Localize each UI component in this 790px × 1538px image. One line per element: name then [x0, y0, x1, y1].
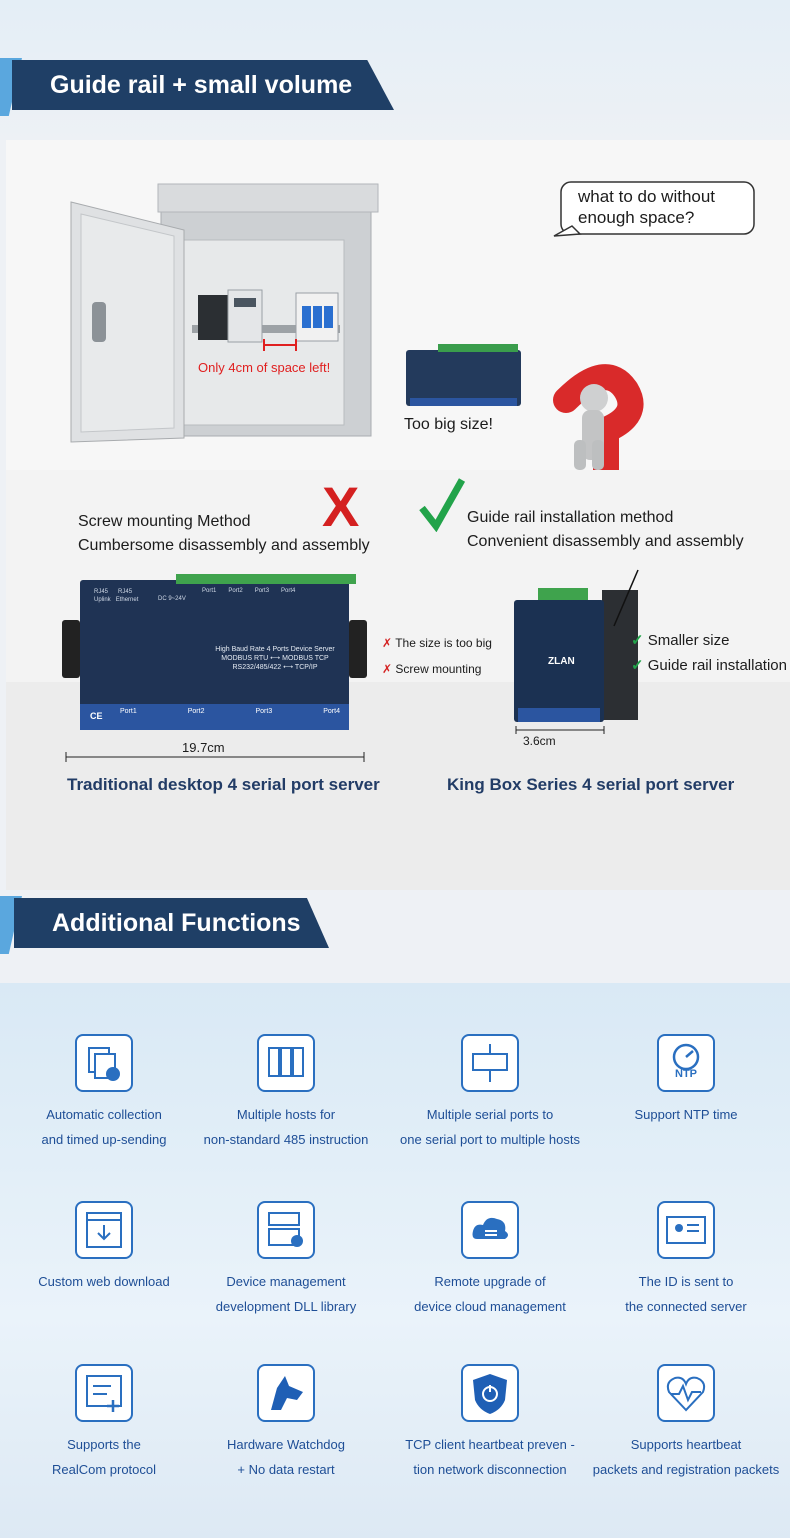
- heading-line: Convenient disassembly and assembly: [467, 533, 744, 550]
- feature-item: Automatic collection and timed up-sending: [6, 1034, 202, 1152]
- note-screw: Screw mounting: [395, 662, 482, 676]
- screw-method-heading: Screw mounting Method Cumbersome disasse…: [78, 510, 370, 558]
- feature-label: and timed up-sending: [41, 1132, 167, 1147]
- kingbox-device: ZLAN: [514, 588, 604, 722]
- device-body: RJ45 RJ45 Uplink Ethernet DC 9~24V Port1…: [80, 574, 356, 730]
- id-card-icon: [657, 1201, 715, 1259]
- kingbox-strip: [518, 708, 600, 722]
- speech-line: what to do without: [578, 187, 716, 206]
- top-ports: Port1 Port2 Port3 Port4: [202, 588, 296, 594]
- speech-bubble: what to do without enough space?: [578, 186, 715, 228]
- feature-label: development DLL library: [215, 1299, 357, 1314]
- feature-item: Multiple hosts for non-standard 485 instr…: [188, 1034, 384, 1152]
- realcom-window-icon: [75, 1364, 133, 1422]
- section2-title: Additional Functions: [14, 898, 329, 948]
- kingbox-terminal: [538, 588, 588, 600]
- heading-line: Guide rail installation method: [467, 509, 674, 526]
- traditional-device: RJ45 RJ45 Uplink Ethernet DC 9~24V Port1…: [62, 574, 367, 730]
- dimension-line-right: [515, 726, 605, 734]
- bottom-ports: Port1 Port2 Port3 Port4: [120, 708, 340, 715]
- documents-clock-icon: [75, 1034, 133, 1092]
- feature-item: Multiple serial ports to one serial port …: [392, 1034, 588, 1152]
- feature-item: Custom web download: [6, 1201, 202, 1294]
- device-settings-icon: [257, 1201, 315, 1259]
- pointer-arrow: [613, 569, 639, 627]
- feature-item: TCP client heartbeat preven - tion networ…: [392, 1364, 588, 1482]
- device-title: High Baud Rate 4 Ports Device Server MOD…: [215, 646, 335, 671]
- check-mark-icon: [419, 478, 466, 532]
- cloud-upgrade-icon: [461, 1201, 519, 1259]
- feature-label: device cloud management: [414, 1299, 566, 1314]
- feature-label: TCP client heartbeat preven -: [405, 1437, 575, 1452]
- right-notes: ✓ Smaller size ✓ Guide rail installation: [631, 632, 787, 674]
- feature-item: Device management development DLL library: [188, 1201, 384, 1319]
- kingbox-brand: ZLAN: [548, 656, 575, 667]
- heading-line: Cumbersome disassembly and assembly: [78, 537, 370, 554]
- cabinet-panel: Only 4cm of space left! what to do witho…: [6, 140, 790, 483]
- heartbeat-icon: [657, 1364, 715, 1422]
- feature-label: Supports the: [67, 1437, 141, 1452]
- terminal-block: [176, 574, 356, 584]
- comparison-panel: Screw mounting Method Cumbersome disasse…: [6, 470, 790, 890]
- feature-label: + No data restart: [237, 1462, 335, 1477]
- watchdog-icon: [257, 1364, 315, 1422]
- heading-line: Screw mounting Method: [78, 513, 251, 530]
- feature-label: Custom web download: [38, 1274, 170, 1289]
- dc-label: DC 9~24V: [158, 596, 186, 602]
- server-rack-icon: [257, 1034, 315, 1092]
- feature-label: Multiple serial ports to: [426, 1107, 554, 1122]
- feature-label: Hardware Watchdog: [226, 1437, 345, 1452]
- note-size: The size is too big: [395, 636, 492, 650]
- mount-ear-left: [62, 620, 80, 678]
- kingbox-caption: King Box Series 4 serial port server: [447, 775, 735, 794]
- feature-label: Supports heartbeat: [630, 1437, 742, 1452]
- dimension-right: 3.6cm: [523, 734, 556, 748]
- feature-label: tion network disconnection: [413, 1462, 567, 1477]
- web-download-icon: [75, 1201, 133, 1259]
- ce-mark: CE: [90, 711, 103, 721]
- feature-label: packets and registration packets: [592, 1462, 780, 1477]
- cabinet-illustration: [70, 181, 755, 483]
- section1-title: Guide rail + small volume: [12, 60, 394, 110]
- ntp-badge: NTP: [675, 1068, 697, 1080]
- feature-label: The ID is sent to: [638, 1274, 734, 1289]
- feature-item: NTP Support NTP time: [588, 1034, 784, 1127]
- note-rail: Guide rail installation: [647, 657, 787, 674]
- left-notes: ✗ The size is too big ✗ Screw mounting: [382, 636, 492, 676]
- switch-ports-icon: [461, 1034, 519, 1092]
- feature-label: Support NTP time: [634, 1107, 738, 1122]
- feature-label: non-standard 485 instruction: [203, 1132, 369, 1147]
- shield-power-icon: [461, 1364, 519, 1422]
- feature-label: one serial port to multiple hosts: [400, 1132, 580, 1147]
- ntp-clock-icon: NTP: [657, 1034, 715, 1092]
- feature-label: Remote upgrade of: [434, 1274, 546, 1289]
- feature-item: Supports heartbeat packets and registrati…: [588, 1364, 784, 1482]
- dimension-line-left: [65, 752, 365, 762]
- feature-label: Device management: [226, 1274, 346, 1289]
- traditional-caption: Traditional desktop 4 serial port server: [67, 775, 380, 794]
- feature-label: RealCom protocol: [51, 1462, 157, 1477]
- feature-label: Multiple hosts for: [236, 1107, 336, 1122]
- note-smaller: Smaller size: [647, 632, 730, 649]
- cross-mark-icon: X: [322, 475, 360, 538]
- mount-ear-right: [349, 620, 367, 678]
- port-strip: CE Port1 Port2 Port3 Port4: [80, 704, 349, 730]
- space-left-label: Only 4cm of space left!: [198, 360, 331, 375]
- rail-method-heading: Guide rail installation method Convenien…: [467, 506, 744, 554]
- dimension-left: 19.7cm: [182, 740, 225, 755]
- feature-label: the connected server: [625, 1299, 747, 1314]
- feature-label: Automatic collection: [46, 1107, 162, 1122]
- rj45-labels: RJ45 RJ45 Uplink Ethernet: [94, 589, 139, 603]
- speech-line: enough space?: [578, 208, 695, 227]
- too-big-label: Too big size!: [404, 416, 493, 433]
- feature-item: Hardware Watchdog + No data restart: [188, 1364, 384, 1482]
- feature-item: The ID is sent to the connected server: [588, 1201, 784, 1319]
- feature-item: Remote upgrade of device cloud management: [392, 1201, 588, 1319]
